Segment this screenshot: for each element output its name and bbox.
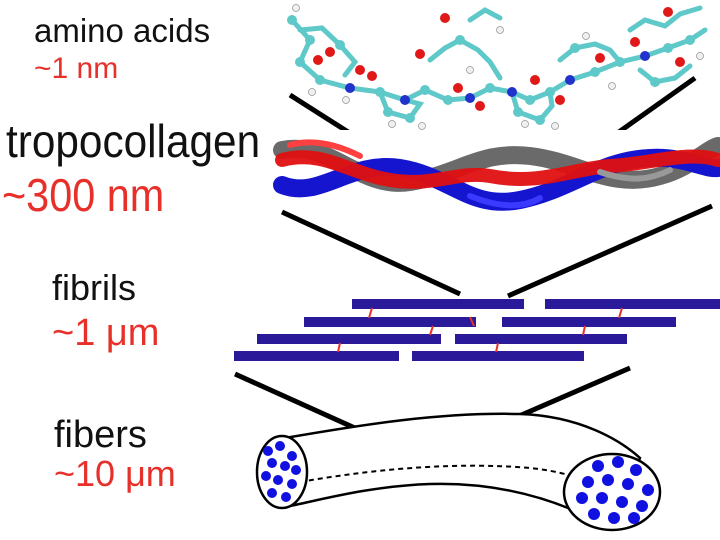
triple-helix-icon xyxy=(273,130,720,230)
fibrils-label: fibrils xyxy=(52,267,137,308)
fibers-size-label: ~10 μm xyxy=(54,453,176,494)
fiber-cylinder-icon xyxy=(255,412,662,532)
zoom-lines-tropo-to-fibrils xyxy=(280,203,714,299)
tropocollagen-label: tropocollagen xyxy=(6,115,261,167)
fibers-label: fibers xyxy=(54,414,147,456)
amino-acid-molecule-icon xyxy=(287,0,708,132)
fibril-array-icon xyxy=(234,299,720,361)
amino-acids-size-label: ~1 nm xyxy=(34,52,119,85)
fibrils-size-label: ~1 μm xyxy=(52,312,160,354)
tropocollagen-size-label: ~300 nm xyxy=(2,169,165,221)
amino-acids-label: amino acids xyxy=(34,12,211,49)
